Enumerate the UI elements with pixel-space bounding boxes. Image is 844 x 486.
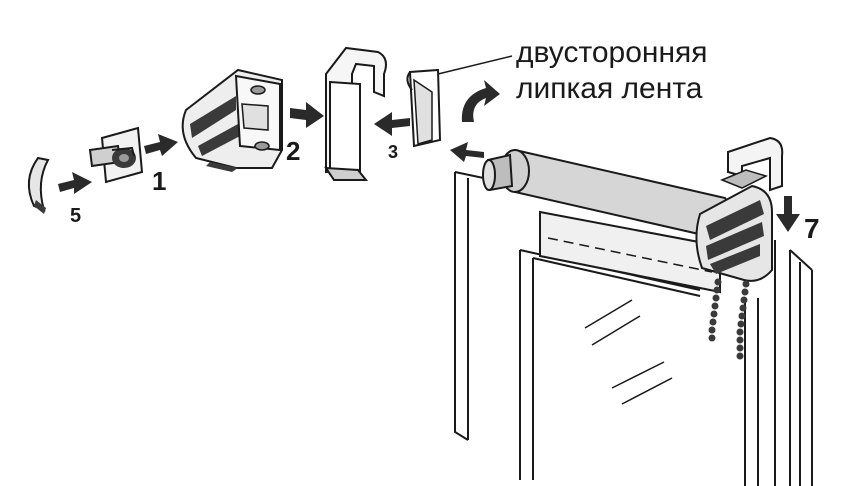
- caption-line-2: липкая лента: [516, 72, 703, 105]
- step-label-7: 7: [804, 213, 820, 244]
- part-adapter-plate: [88, 126, 144, 184]
- arrow-5: [58, 172, 92, 194]
- part-double-sided-tape: [406, 68, 442, 148]
- arrow-3: [374, 112, 410, 136]
- part-u-clip: [324, 46, 387, 181]
- fabric-dashed-line: [547, 237, 713, 273]
- arrow-1: [144, 134, 178, 156]
- part-end-clip: [27, 156, 50, 214]
- arrow-7: [776, 196, 800, 232]
- step-label-3: 3: [388, 142, 398, 162]
- caption-line-1: двусторонняя: [516, 36, 708, 69]
- right-bracket: [727, 136, 784, 192]
- step-label-5: 5: [70, 205, 81, 227]
- assembly-arrows: [58, 102, 800, 232]
- arrow-2: [290, 102, 324, 128]
- caption-leader-line: [437, 55, 513, 75]
- rotation-arrow: [461, 80, 500, 122]
- blind-fabric: [539, 210, 721, 294]
- step-label-2: 2: [286, 136, 300, 166]
- bead-chains: [708, 278, 750, 360]
- arrow-tape: [450, 142, 484, 162]
- roller-blind: [482, 136, 784, 294]
- step-label-1: 1: [152, 166, 166, 196]
- part-mount-housing: [181, 68, 283, 172]
